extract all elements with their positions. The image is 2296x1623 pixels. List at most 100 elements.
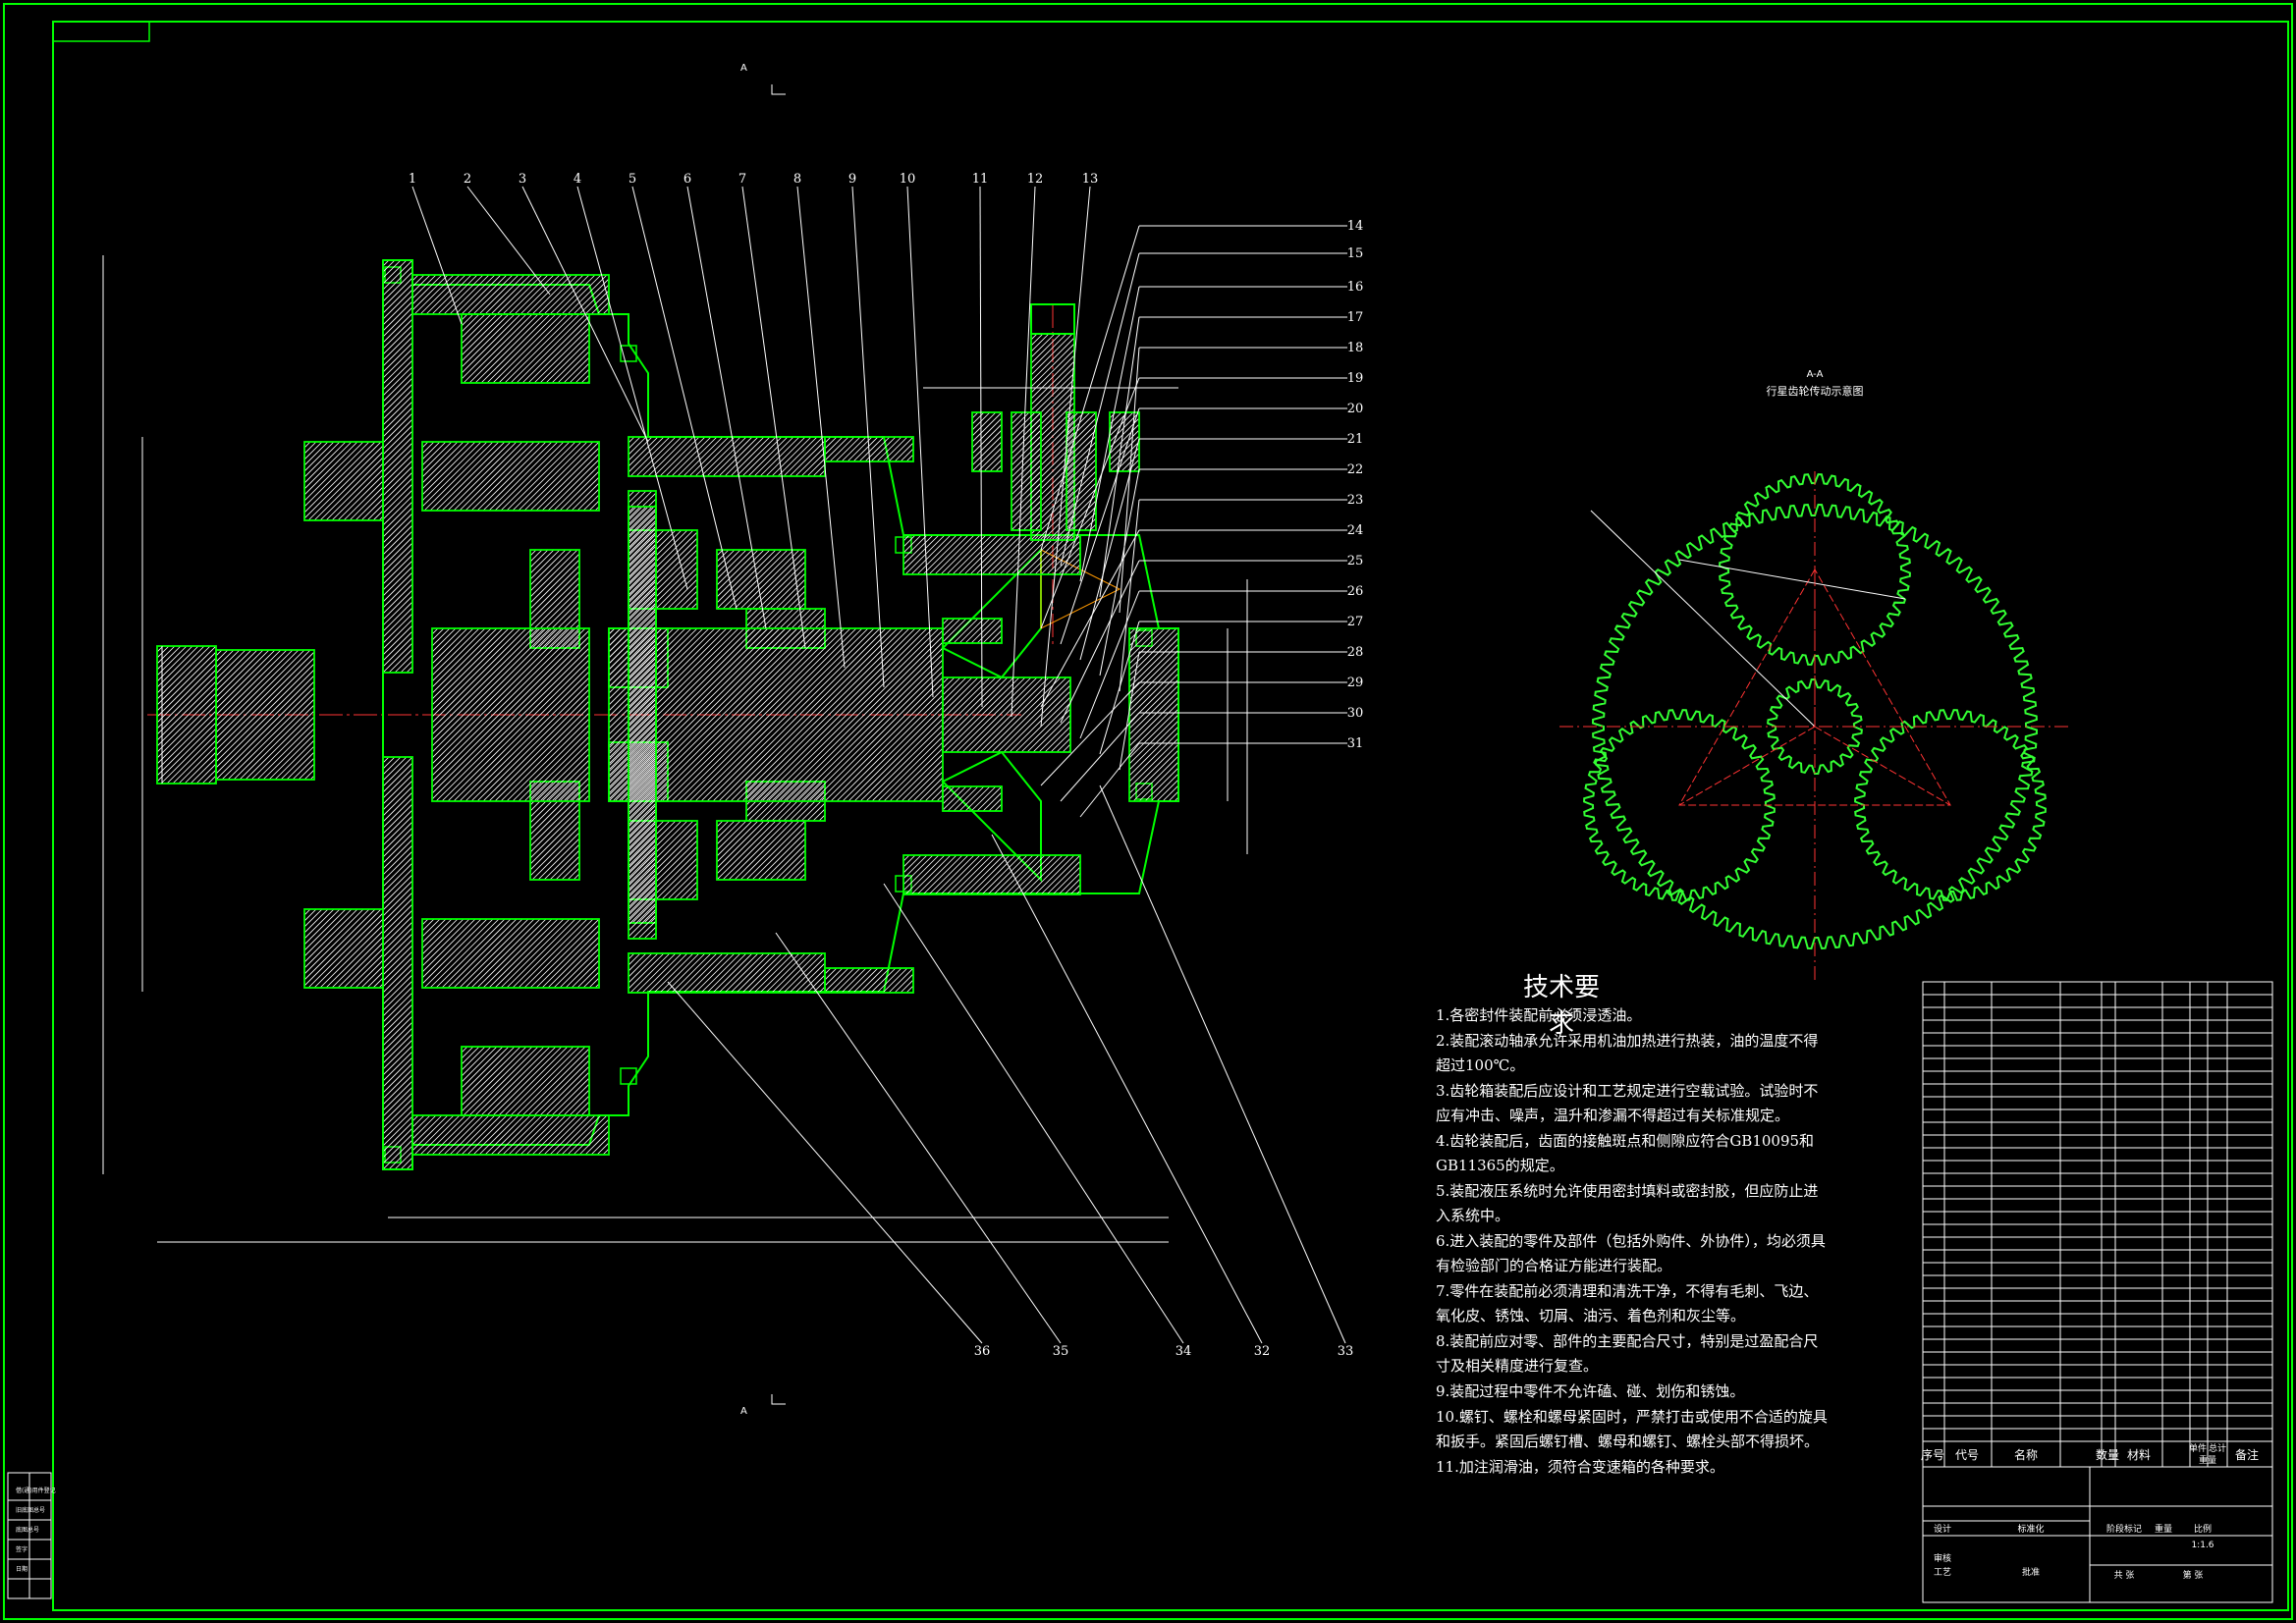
bevel-housing-top [902, 854, 1081, 895]
second-housing [628, 436, 826, 477]
planet-center-line [1814, 726, 1951, 806]
housing-top [411, 1114, 610, 1156]
sun-shaft-bore [431, 627, 590, 802]
leader [1040, 225, 1140, 551]
carrier-flange [303, 441, 384, 521]
housing-end-wall [382, 259, 413, 674]
binding-strip-text: 日期 [16, 1565, 27, 1573]
bolt [384, 1146, 402, 1163]
leader [411, 186, 463, 325]
tech-req-item: 6.进入装配的零件及部件（包括外购件、外协件），均必须具有检验部门的合格证方能进… [1436, 1232, 1826, 1274]
title-block-cell: 审核 [1934, 1552, 1951, 1564]
bolt [1135, 629, 1153, 647]
leader [1040, 529, 1140, 708]
leader [851, 186, 885, 688]
balloon-19: 19 [1347, 371, 1364, 386]
bolt [1135, 783, 1153, 800]
balloon-23: 23 [1347, 493, 1364, 508]
tech-req-item: 1.各密封件装配前必须浸透油。 [1436, 1006, 1642, 1024]
binding-strip [7, 1472, 52, 1599]
bom-header-cell: 材料 [2127, 1448, 2151, 1462]
second-carrier [716, 820, 806, 881]
section-mark-top: A [740, 63, 747, 74]
title-block-cell: 标准化 [2017, 1523, 2044, 1535]
balloon-13: 13 [1082, 172, 1099, 187]
right-end-cap [1128, 627, 1179, 802]
title-block-cell: 比例 [2194, 1523, 2212, 1535]
title-block-cell: 批准 [2022, 1566, 2040, 1578]
balloon-36: 36 [974, 1344, 991, 1359]
tech-req-item: 10.螺钉、螺栓和螺母紧固时，严禁打击或使用不合适的旋具和扳手。紧固后螺钉槽、螺… [1436, 1408, 1828, 1450]
outer-frame [3, 3, 2293, 1620]
bevel-gear-lower [941, 750, 1042, 883]
leader [775, 932, 1062, 1344]
mid-wall [628, 490, 657, 924]
title-block [1922, 1466, 2273, 1603]
tech-requirements-title: 技术要求 [1522, 973, 1600, 1039]
tech-req-item: 8.装配前应对零、部件的主要配合尺寸，特别是过盈配合尺寸及相关精度进行复查。 [1436, 1332, 1819, 1375]
title-block-cell: 1:1.6 [2191, 1541, 2214, 1550]
dim-leader-schematic [1678, 559, 1906, 600]
binding-strip-text: 旧底图总号 [16, 1506, 45, 1514]
housing-top [411, 274, 610, 315]
tech-req-item: 3.齿轮箱装配后应设计和工艺规定进行空载试验。试验时不应有冲击、噪声，温升和渗漏… [1436, 1082, 1819, 1124]
corner-tag [52, 21, 150, 42]
balloon-8: 8 [793, 172, 801, 187]
balloon-34: 34 [1175, 1344, 1192, 1359]
bolt [384, 266, 402, 284]
leader [883, 883, 1184, 1344]
balloon-32: 32 [1254, 1344, 1271, 1359]
leader [1099, 316, 1140, 598]
vertical-housing-left [971, 411, 1003, 472]
leader [1040, 186, 1091, 728]
title-block-cell: 第 张 [2183, 1569, 2204, 1581]
balloon-21: 21 [1347, 432, 1364, 447]
ring-gear-schematic [1591, 503, 2039, 950]
balloon-31: 31 [1347, 736, 1364, 751]
balloon-22: 22 [1347, 462, 1364, 477]
leader [576, 186, 688, 590]
leader [1040, 377, 1140, 629]
right-housing-top [824, 436, 914, 462]
bom-headers: 序号代号名称数量材料备注单件总计重量阶段标记重量比例1:1.6共 张第 张设计审… [1921, 1442, 2259, 1581]
balloon-6: 6 [683, 172, 691, 187]
balloon-5: 5 [629, 172, 636, 187]
leader [796, 186, 846, 669]
balloon-14: 14 [1347, 219, 1364, 234]
inner-frame [52, 21, 2289, 1611]
title-block-cell: 工艺 [1934, 1567, 1951, 1578]
planet-center-line [1678, 726, 1816, 806]
balloon-15: 15 [1347, 246, 1364, 261]
balloon-1: 1 [409, 172, 416, 187]
leader [667, 981, 983, 1344]
tech-req-item: 11.加注润滑油，须符合变速箱的各种要求。 [1436, 1458, 1724, 1476]
bevel-bearing [942, 618, 1003, 644]
bom-header-cell: 序号 [1921, 1447, 1944, 1462]
leader [906, 186, 934, 698]
balloon-28: 28 [1347, 645, 1364, 660]
balloon-29: 29 [1347, 676, 1364, 690]
bolt [620, 345, 637, 362]
bolt [620, 1067, 637, 1085]
leader [1099, 784, 1346, 1344]
right-housing-top [824, 967, 914, 994]
section-hatching [156, 259, 1179, 1170]
bom-header-cell: 数量 [2096, 1447, 2119, 1462]
balloon-27: 27 [1347, 615, 1364, 629]
output-shaft [215, 649, 315, 781]
carrier-plate [529, 549, 580, 649]
planet-gear [421, 918, 600, 989]
binding-strip-text: 借(通)用件登记 [16, 1487, 56, 1494]
balloon-10: 10 [900, 172, 916, 187]
leader [1040, 681, 1140, 786]
title-block-cell: 设计 [1934, 1523, 1951, 1535]
balloon-2: 2 [464, 172, 471, 187]
balloon-11: 11 [972, 172, 989, 187]
leader [1060, 712, 1140, 802]
leader [1099, 621, 1140, 755]
dim-leader-schematic [1590, 510, 1816, 728]
leader [631, 186, 738, 610]
title-block-cell: 阶段标记 [2106, 1523, 2142, 1535]
